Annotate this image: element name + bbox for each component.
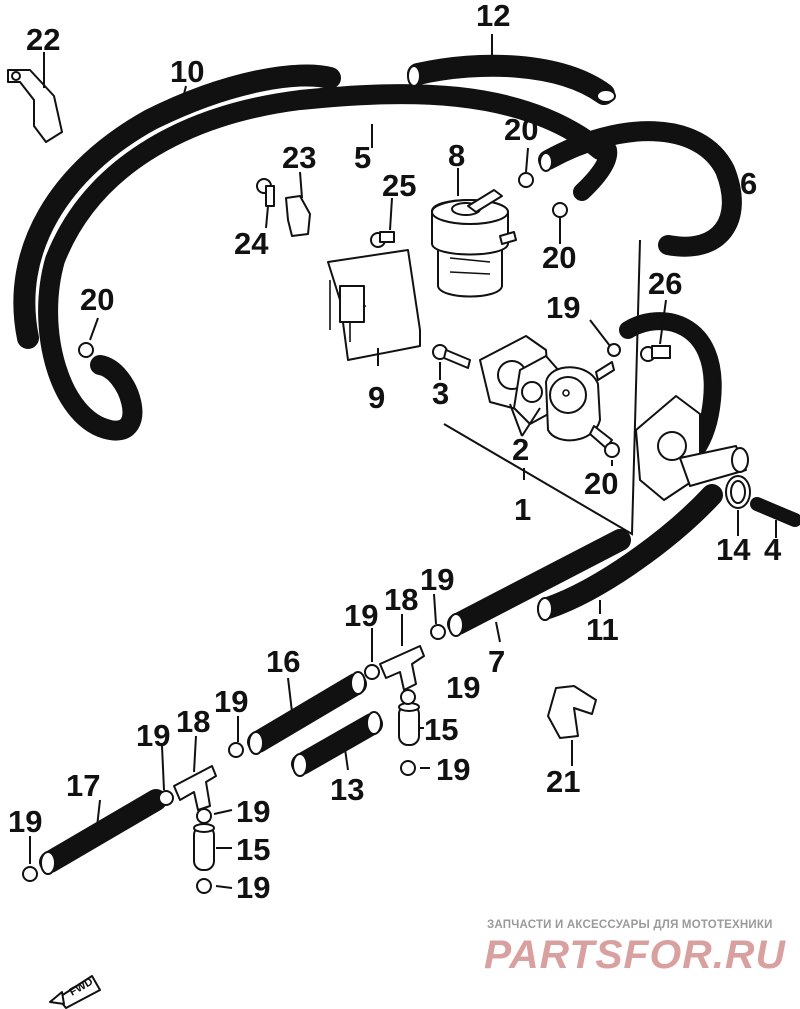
forward-arrow-icon: FWD	[49, 975, 101, 1009]
hose-clips	[22, 172, 621, 894]
hose-15-upper	[398, 702, 420, 746]
t-joint-18-lower	[173, 765, 217, 811]
watermark-tagline: ЗАПЧАСТИ И АКСЕССУАРЫ ДЛЯ МОТОТЕХНИКИ	[487, 919, 773, 931]
label-5: 5	[354, 140, 371, 175]
label-25: 25	[382, 168, 416, 203]
hose-17	[39, 789, 167, 875]
hose-16	[247, 671, 367, 755]
label-19-pump: 19	[546, 290, 580, 325]
bolt-24	[256, 178, 275, 207]
label-3: 3	[432, 376, 449, 411]
part-number-labels: 22 10 12 5 8 23 24 25 20 20 6 20 26 19 9…	[8, 0, 782, 905]
label-14: 14	[716, 532, 751, 567]
label-21: 21	[546, 764, 580, 799]
hose-11	[537, 484, 723, 621]
label-15-upper: 15	[424, 712, 458, 747]
label-1: 1	[514, 492, 531, 527]
label-17: 17	[66, 768, 100, 803]
label-15-lower: 15	[236, 832, 270, 867]
label-19-18lower: 19	[136, 718, 170, 753]
fuel-pump-1	[479, 335, 615, 449]
label-20-left: 20	[80, 282, 114, 317]
hose-10	[13, 64, 341, 349]
label-24: 24	[234, 226, 269, 261]
label-19-upper-left: 19	[344, 598, 378, 633]
fuel-filter-8	[431, 189, 517, 298]
hose-6	[538, 121, 742, 257]
hose-13	[291, 711, 383, 777]
clamp-21	[547, 685, 597, 739]
label-23: 23	[282, 140, 316, 175]
label-18-lower: 18	[176, 704, 210, 739]
label-6: 6	[740, 166, 757, 201]
watermark: ЗАПЧАСТИ И АКСЕССУАРЫ ДЛЯ МОТОТЕХНИКИ PA…	[484, 919, 786, 977]
label-26: 26	[648, 266, 682, 301]
label-13: 13	[330, 772, 364, 807]
label-11: 11	[586, 612, 619, 647]
bracket-9	[327, 249, 421, 361]
hose-7	[447, 529, 631, 637]
t-joint-18-upper	[379, 645, 425, 691]
leader-lines	[29, 34, 777, 889]
label-12: 12	[476, 0, 510, 33]
label-16: 16	[266, 644, 300, 679]
label-9: 9	[368, 380, 385, 415]
label-20-pump: 20	[584, 466, 618, 501]
hose-15-lower	[193, 823, 215, 871]
watermark-brand: PARTSFOR.RU	[484, 933, 786, 977]
label-19-right: 19	[420, 562, 454, 597]
bolt-25	[370, 231, 395, 248]
label-4: 4	[764, 532, 782, 567]
label-20-top: 20	[504, 112, 538, 147]
label-22: 22	[26, 22, 60, 57]
label-7: 7	[488, 644, 505, 679]
clamp-23	[285, 195, 311, 237]
o-ring-14	[725, 475, 751, 509]
bolt-3	[432, 344, 471, 369]
label-18-upper: 18	[384, 582, 418, 617]
label-20-filter: 20	[542, 240, 576, 275]
pipe-4	[750, 497, 800, 527]
label-19-16: 19	[214, 684, 248, 719]
hose-5	[38, 84, 610, 441]
label-10: 10	[170, 54, 204, 89]
label-19-17: 19	[8, 804, 42, 839]
label-19-15lower-bottom: 19	[236, 870, 270, 905]
bolt-26	[640, 345, 671, 362]
hose-filter-return	[573, 141, 618, 201]
clamp-22	[7, 69, 63, 143]
hose-12	[407, 54, 616, 105]
label-19-15top: 19	[446, 670, 480, 705]
label-19-15bottom: 19	[436, 752, 470, 787]
label-19-15lower-top: 19	[236, 794, 270, 829]
label-8: 8	[448, 138, 465, 173]
pump-mount-plate	[635, 395, 749, 501]
label-2: 2	[512, 432, 529, 467]
